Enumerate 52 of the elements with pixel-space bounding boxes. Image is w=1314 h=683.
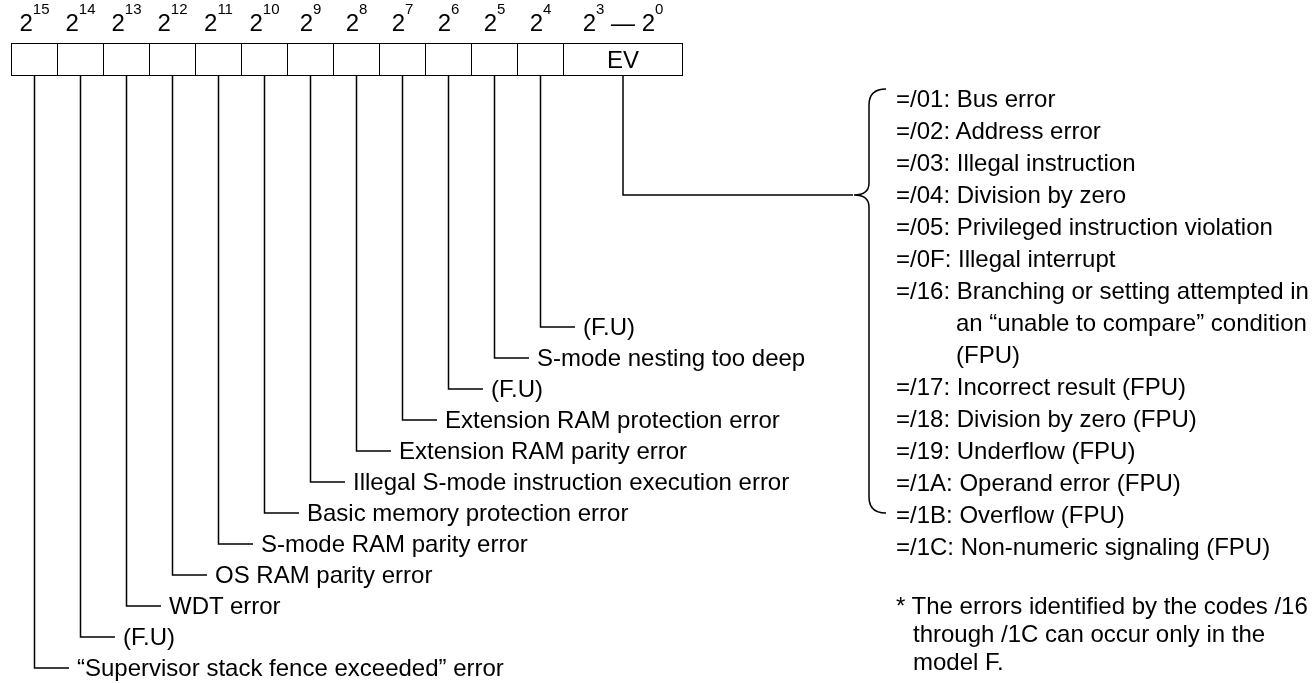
error-code-text: =/16: Branching or setting attempted in an “unable to compare” condition (FPU) (896, 276, 1310, 370)
leader-line (447, 75, 484, 390)
register-bit-cell (517, 43, 564, 76)
leader-line (622, 75, 854, 196)
error-code-text: =/1A: Operand error (FPU) (896, 468, 1182, 498)
bit-description-text: Basic memory protection error (299, 499, 629, 527)
register-bit-cell (241, 43, 288, 76)
register-bit-cell (11, 43, 58, 76)
bit-description-text: Extension RAM protection error (437, 406, 780, 434)
bit-description-text: Illegal S-mode instruction execution error (345, 468, 790, 496)
bit-description-text: WDT error (161, 592, 281, 620)
leader-line (493, 75, 530, 359)
register-bit-cell (149, 43, 196, 76)
register-bit-cell (195, 43, 242, 76)
bit-description-text: (F.U) (115, 623, 175, 651)
register-bit-cell (57, 43, 104, 76)
error-code-text: =/02: Address error (896, 116, 1102, 146)
bit-description-text: (F.U) (483, 375, 543, 403)
error-code-text: =/01: Bus error (896, 84, 1057, 114)
leader-line (539, 75, 576, 328)
leader-line (217, 75, 254, 545)
error-code-text: =/03: Illegal instruction (896, 148, 1137, 178)
bit-description-text: Extension RAM parity error (391, 437, 688, 465)
register-bit-cell (333, 43, 380, 76)
bit-description-text: (F.U) (575, 313, 635, 341)
register-bit-cell (379, 43, 426, 76)
error-code-text: =/1B: Overflow (FPU) (896, 500, 1126, 530)
register-bit-cell (103, 43, 150, 76)
bit-description-text: S-mode nesting too deep (529, 344, 806, 372)
bit-description-text: OS RAM parity error (207, 561, 433, 589)
register-bit-cell (471, 43, 518, 76)
footnote-text: * The errors identified by the codes /16 through /1C can occur only in the model F. (896, 592, 1309, 676)
leader-line (355, 75, 392, 452)
error-code-text: =/0F: Illegal interrupt (896, 244, 1117, 274)
leader-line (33, 75, 70, 669)
error-code-text: =/1C: Non-numeric signaling (FPU) (896, 532, 1271, 562)
leader-line (125, 75, 162, 607)
error-code-text: =/18: Division by zero (FPU) (896, 404, 1198, 434)
error-code-text: =/05: Privileged instruction violation (896, 212, 1274, 242)
bit-description-text: “Supervisor stack fence exceeded” error (69, 654, 504, 682)
register-bit-cell (287, 43, 334, 76)
register-bit-cell (425, 43, 472, 76)
leader-line (79, 75, 116, 638)
error-code-text: =/17: Incorrect result (FPU) (896, 372, 1188, 402)
leader-line (263, 75, 300, 514)
bit-description-text: S-mode RAM parity error (253, 530, 528, 558)
register-field: EV (563, 43, 683, 76)
error-code-text: =/04: Division by zero (896, 180, 1128, 210)
leader-line (171, 75, 208, 576)
leader-line (309, 75, 346, 483)
leader-line (401, 75, 438, 421)
error-code-text: =/19: Underflow (FPU) (896, 436, 1137, 466)
